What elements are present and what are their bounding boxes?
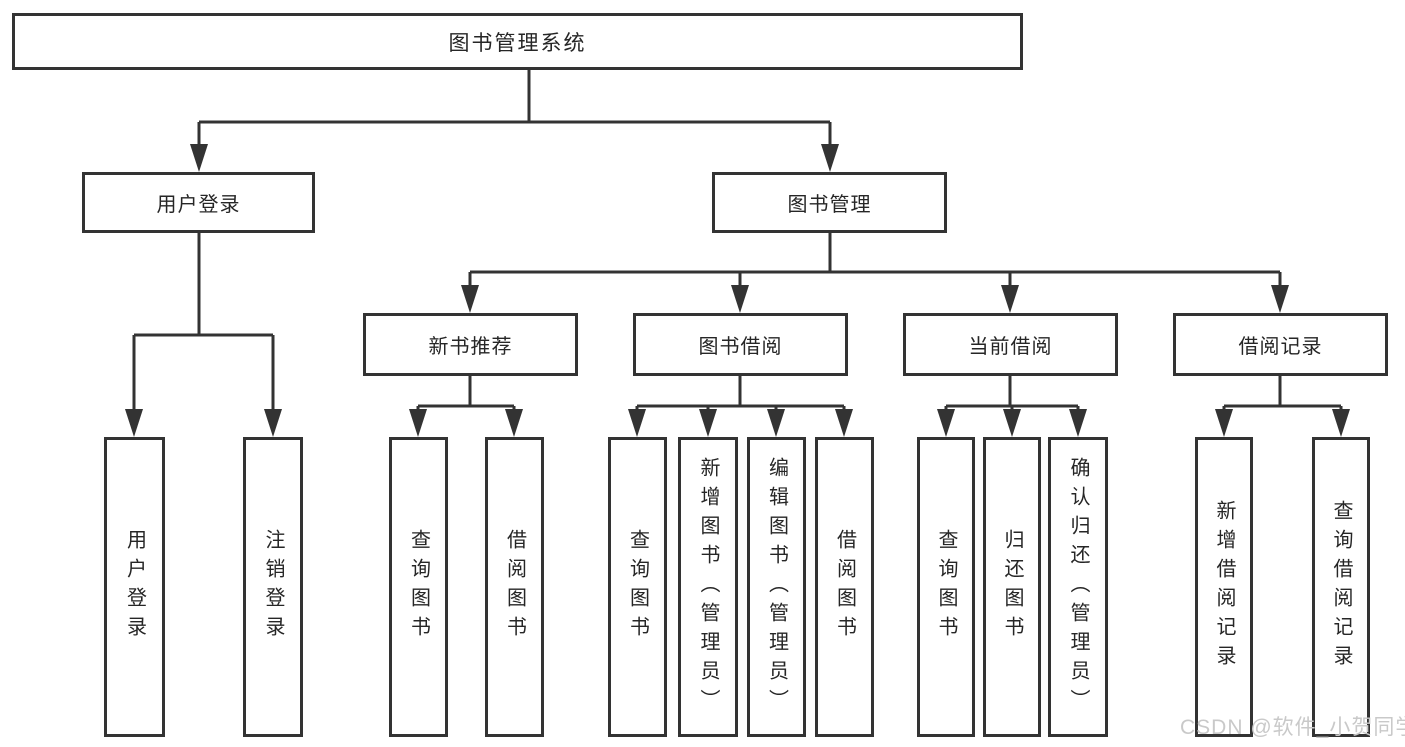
node-user-login: 用户登录: [82, 172, 315, 233]
leaf-label: 新增图书（管理员）: [697, 456, 719, 718]
node-book-management: 图书管理: [712, 172, 947, 233]
leaf-label: 注销登录: [262, 529, 284, 645]
node-label: 新书推荐: [428, 336, 513, 358]
csdn-watermark: CSDN @软件_小贺同学: [1180, 716, 1405, 739]
leaf-confirm-return-admin: 确认归还（管理员）: [1048, 437, 1108, 737]
leaf-label: 新增借阅记录: [1213, 500, 1235, 674]
leaf-label: 借阅图书: [833, 529, 856, 645]
node-label: 图书管理系统: [448, 31, 587, 55]
node-label: 图书借阅: [698, 336, 783, 358]
leaf-borrow-books-borrowing: 借阅图书: [815, 437, 874, 737]
leaf-edit-books-admin: 编辑图书（管理员）: [747, 437, 806, 737]
node-label: 用户登录: [156, 194, 241, 216]
node-current-borrowing: 当前借阅: [903, 313, 1118, 376]
leaf-query-borrow-record: 查询借阅记录: [1312, 437, 1370, 737]
node-book-borrowing: 图书借阅: [633, 313, 848, 376]
leaf-borrow-books-recommend: 借阅图书: [485, 437, 544, 737]
leaf-query-books-borrowing: 查询图书: [608, 437, 667, 737]
node-label: 当前借阅: [968, 336, 1053, 358]
leaf-label: 查询图书: [626, 529, 649, 645]
leaf-label: 查询图书: [407, 529, 430, 645]
node-new-book-recommend: 新书推荐: [363, 313, 578, 376]
leaf-label: 确认归还（管理员）: [1067, 456, 1089, 718]
node-book-management-system: 图书管理系统: [12, 13, 1023, 70]
leaf-label: 编辑图书（管理员）: [765, 456, 788, 718]
leaf-label: 借阅图书: [503, 529, 526, 645]
leaf-label: 查询图书: [935, 529, 957, 645]
node-label: 借阅记录: [1238, 336, 1323, 358]
leaf-logout: 注销登录: [243, 437, 303, 737]
leaf-query-books-current: 查询图书: [917, 437, 975, 737]
node-label: 图书管理: [787, 194, 872, 216]
leaf-return-books: 归还图书: [983, 437, 1041, 737]
leaf-query-books-recommend: 查询图书: [389, 437, 448, 737]
node-borrowing-records: 借阅记录: [1173, 313, 1388, 376]
leaf-add-borrow-record: 新增借阅记录: [1195, 437, 1253, 737]
leaf-label: 查询借阅记录: [1330, 500, 1352, 674]
leaf-label: 归还图书: [1001, 529, 1023, 645]
leaf-add-books-admin: 新增图书（管理员）: [678, 437, 738, 737]
leaf-user-login: 用户登录: [104, 437, 165, 737]
leaf-label: 用户登录: [123, 529, 146, 645]
